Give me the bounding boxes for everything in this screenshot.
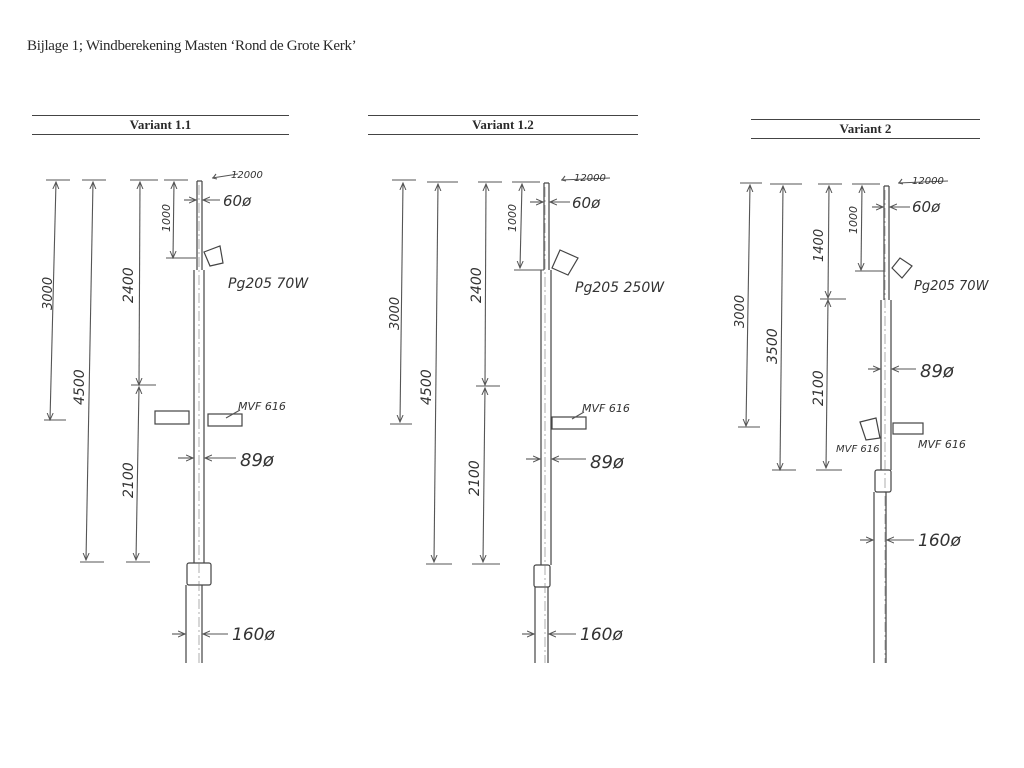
diameter-top-label: 60ø xyxy=(223,192,252,210)
dim-2400-label: 2400 xyxy=(121,267,137,303)
fixture-top-label: Pg205 250W xyxy=(575,280,665,296)
dim-1000-label: 1000 xyxy=(847,206,860,234)
dim-1400-label: 1400 xyxy=(812,229,827,262)
top-elevation-label: 12000 xyxy=(912,176,944,187)
dim-3000-label: 3000 xyxy=(41,277,56,310)
luminaire-mvf616 xyxy=(551,416,587,430)
dim-2400-label: 2400 xyxy=(469,267,485,303)
luminaire-pg205 xyxy=(891,257,913,279)
diameter-callouts-1-2 xyxy=(522,175,611,634)
luminaire-pg205 xyxy=(551,249,579,276)
diameter-top-label: 60ø xyxy=(912,198,941,216)
diameter-bottom-label: 160ø xyxy=(580,625,623,645)
diameter-middle-label: 89ø xyxy=(590,452,625,473)
dim-3500-label: 3500 xyxy=(765,328,781,364)
diameter-top-label: 60ø xyxy=(572,194,601,212)
diameter-bottom-label: 160ø xyxy=(232,625,275,645)
fixtures-2 xyxy=(859,257,924,441)
variant-1-1-drawing: 12000 60ø Pg205 70W MVF 616 89ø 160ø 300… xyxy=(41,170,309,663)
dimension-lines-1-1 xyxy=(44,179,196,563)
dim-3000-label: 3000 xyxy=(733,295,748,328)
fixture-top-label: Pg205 70W xyxy=(914,279,990,294)
dim-2100-label: 2100 xyxy=(811,370,827,406)
luminaire-mvf616-left xyxy=(859,417,881,441)
dim-1000-label: 1000 xyxy=(506,204,519,232)
fixtures-1-2 xyxy=(551,249,587,430)
fixture-side-label: MVF 616 xyxy=(238,400,286,413)
variant-1-1-header: Variant 1.1 xyxy=(32,115,289,135)
mast-2 xyxy=(873,185,892,663)
dim-4500-label: 4500 xyxy=(72,369,88,405)
diameter-callouts-1-1 xyxy=(172,173,239,634)
diameter-middle-label: 89ø xyxy=(920,361,955,382)
diameter-callouts-2 xyxy=(860,178,949,540)
dim-1000-label: 1000 xyxy=(160,204,173,232)
mast-sleeve xyxy=(874,469,892,493)
fixture-side-left-label: MVF 616 xyxy=(836,444,880,455)
luminaire-pg205 xyxy=(203,245,224,267)
dimension-lines-2 xyxy=(738,182,884,470)
variant-2-header: Variant 2 xyxy=(751,119,980,139)
luminaire-mvf616-right xyxy=(207,413,243,427)
dimension-lines-1-2 xyxy=(390,179,544,565)
dim-3000-label: 3000 xyxy=(388,297,403,330)
document-title: Bijlage 1; Windberekening Masten ‘Rond d… xyxy=(27,38,357,54)
mast-sleeve xyxy=(533,564,551,588)
dim-2100-label: 2100 xyxy=(121,462,137,498)
luminaire-mvf616-right xyxy=(892,422,924,435)
diameter-bottom-label: 160ø xyxy=(918,531,961,551)
fixtures-1-1 xyxy=(154,245,243,427)
variant-1-2-drawing: 12000 60ø Pg205 250W MVF 616 89ø 160ø 30… xyxy=(388,173,665,663)
variant-1-2-header: Variant 1.2 xyxy=(368,115,638,135)
top-elevation-label: 12000 xyxy=(574,173,606,184)
top-elevation-label: 12000 xyxy=(231,170,263,181)
variant-2-drawing: 12000 60ø Pg205 70W 89ø MVF 616 MVF 616 … xyxy=(733,176,990,663)
mast-1-1 xyxy=(185,180,212,663)
diameter-middle-label: 89ø xyxy=(240,450,275,471)
fixture-top-label: Pg205 70W xyxy=(228,276,309,292)
fixture-side-right-label: MVF 616 xyxy=(918,438,966,451)
mast-1-2 xyxy=(533,182,552,663)
dim-4500-label: 4500 xyxy=(419,369,435,405)
luminaire-mvf616-left xyxy=(154,410,190,425)
dim-2100-label: 2100 xyxy=(467,460,483,496)
fixture-side-label: MVF 616 xyxy=(582,402,630,415)
